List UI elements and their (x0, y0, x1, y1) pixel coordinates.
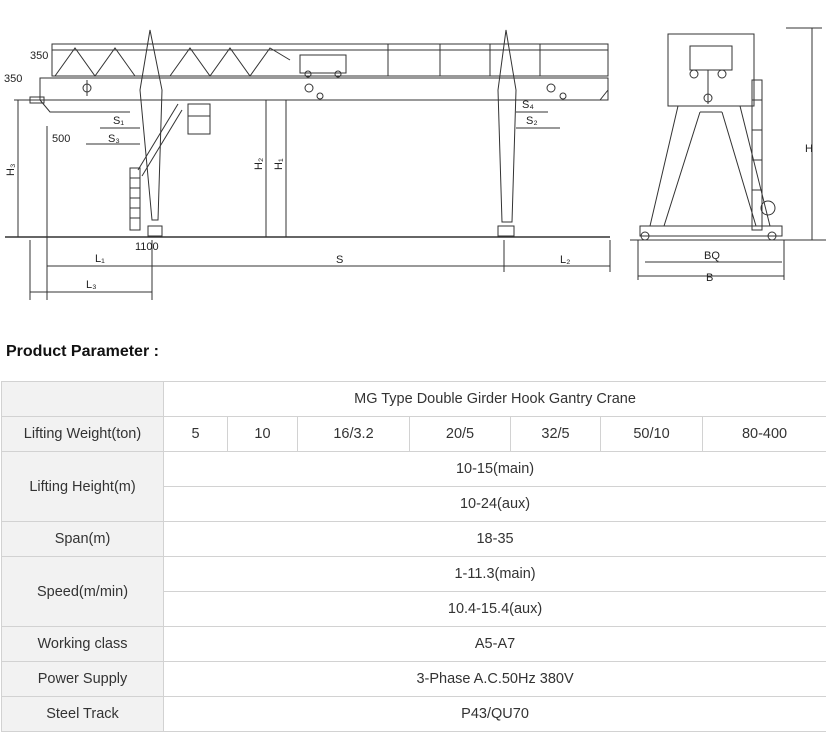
power-supply-value: 3-Phase A.C.50Hz 380V (162, 661, 826, 697)
dim-s2: S₂ (526, 115, 538, 127)
weight-cell: 10 (227, 416, 298, 452)
table-row: Steel Track P43/QU70 (1, 696, 826, 732)
dim-s3: S₃ (108, 133, 120, 145)
weight-cell: 20/5 (409, 416, 511, 452)
table-title: MG Type Double Girder Hook Gantry Crane (162, 381, 826, 417)
table-row: MG Type Double Girder Hook Gantry Crane (1, 381, 826, 417)
speed-label: Speed(m/min) (1, 556, 164, 627)
dim-s: S (336, 254, 343, 266)
dim-h2: H₂ (253, 158, 265, 170)
lifting-height-main: 10-15(main) (162, 451, 826, 487)
lifting-weight-label: Lifting Weight(ton) (1, 416, 164, 452)
dim-s4: S₄ (522, 99, 534, 111)
span-label: Span(m) (1, 521, 164, 557)
table-row: Power Supply 3-Phase A.C.50Hz 380V (1, 661, 826, 697)
weight-cell: 16/3.2 (297, 416, 410, 452)
dim-350-top: 350 (30, 50, 48, 62)
lifting-height-label: Lifting Height(m) (1, 451, 164, 522)
table-row: Span(m) 18-35 (1, 521, 826, 557)
dim-350-left: 350 (4, 73, 22, 85)
gantry-crane-drawing: 350 350 500 S₁ S₃ S₄ S₂ H₃ H₂ H₁ 1100 L₁… (4, 27, 826, 300)
dim-1100: 1100 (135, 241, 159, 253)
dim-l1: L₁ (95, 253, 105, 265)
table-row: Lifting Height(m) 10-15(main) (1, 451, 826, 522)
span-value: 18-35 (162, 521, 826, 557)
steel-track-value: P43/QU70 (162, 696, 826, 732)
weight-cell: 50/10 (600, 416, 703, 452)
dim-h: H (805, 143, 813, 155)
dim-h3: H₃ (5, 164, 17, 176)
steel-track-label: Steel Track (1, 696, 164, 732)
dim-500: 500 (52, 133, 70, 145)
working-class-label: Working class (1, 626, 164, 662)
section-title: Product Parameter : (6, 343, 159, 360)
lifting-height-aux: 10-24(aux) (162, 486, 826, 522)
working-class-value: A5-A7 (162, 626, 826, 662)
speed-aux: 10.4-15.4(aux) (162, 591, 826, 627)
table-row: 10-24(aux) (2, 486, 826, 522)
dim-l3: L₃ (86, 279, 97, 291)
table-row: 10.4-15.4(aux) (2, 591, 826, 627)
dim-b: B (706, 272, 713, 284)
weight-cell: 5 (163, 416, 228, 452)
table-row: Speed(m/min) 1-11.3(main) (1, 556, 826, 627)
dim-h1: H₁ (273, 158, 285, 170)
corner-cell (1, 381, 164, 417)
dim-l2: L₂ (560, 254, 570, 266)
dim-s1: S₁ (113, 115, 124, 127)
power-supply-label: Power Supply (1, 661, 164, 697)
weight-cell: 80-400 (701, 416, 826, 452)
product-parameter-table: MG Type Double Girder Hook Gantry Crane … (1, 381, 826, 732)
speed-main: 1-11.3(main) (162, 556, 826, 592)
table-row: Working class A5-A7 (1, 626, 826, 662)
weight-cell: 32/5 (510, 416, 601, 452)
table-row: Lifting Weight(ton) 5 10 16/3.2 20/5 32/… (1, 416, 826, 452)
dim-bq: BQ (704, 250, 720, 262)
